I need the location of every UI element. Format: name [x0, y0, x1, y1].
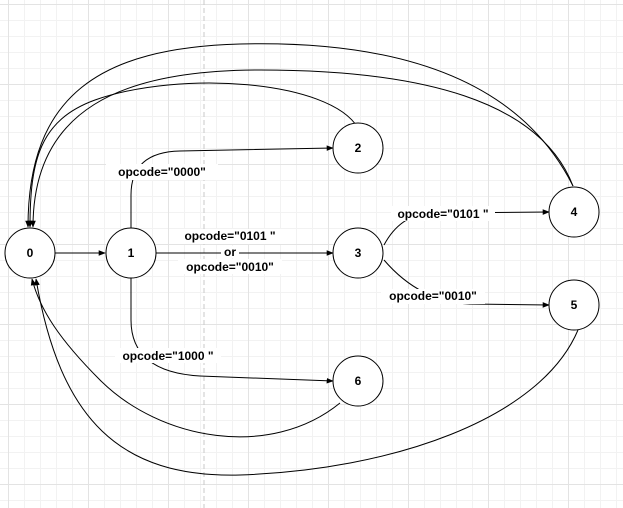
node-3-circle [332, 227, 384, 279]
edge-label-1-3-line1: opcode="0101 " [184, 229, 275, 243]
edge-label-1-3-or: or [224, 245, 236, 259]
edge-1-2[interactable] [130, 145, 334, 228]
node-2-circle [332, 122, 384, 174]
node-6-label: 6 [355, 374, 362, 388]
edge-1-6[interactable] [130, 278, 334, 384]
edge-label-1-3-line2: opcode="0010" [186, 260, 274, 274]
node-5-circle [548, 279, 600, 331]
edge-label-1-2: opcode="0000" [118, 165, 206, 179]
node-0-label: 0 [27, 246, 34, 260]
node-4-label: 4 [571, 205, 578, 219]
edge-4-0-inner[interactable] [30, 69, 574, 228]
node-1-circle [105, 227, 157, 279]
node-1[interactable]: 1 [105, 227, 157, 279]
edge-5-0[interactable] [34, 278, 579, 476]
edge-label-3-4: opcode="0101 " [397, 207, 488, 221]
node-3-label: 3 [355, 246, 362, 260]
edge-4-0-outer[interactable] [25, 43, 574, 228]
node-2-label: 2 [355, 141, 362, 155]
edge-6-0[interactable] [30, 278, 341, 438]
node-0[interactable]: 0 [4, 227, 56, 279]
node-5-label: 5 [571, 298, 578, 312]
node-5[interactable]: 5 [548, 279, 600, 331]
edge-label-3-5: opcode="0010" [389, 289, 477, 303]
node-6[interactable]: 6 [332, 355, 384, 407]
node-1-label: 1 [128, 246, 135, 260]
edge-2-0[interactable] [27, 82, 359, 228]
node-4[interactable]: 4 [548, 186, 600, 238]
node-0-circle [4, 227, 56, 279]
node-3[interactable]: 3 [332, 227, 384, 279]
node-4-circle [548, 186, 600, 238]
node-6-circle [332, 355, 384, 407]
edge-label-1-6: opcode="1000 " [122, 349, 213, 363]
node-2[interactable]: 2 [332, 122, 384, 174]
